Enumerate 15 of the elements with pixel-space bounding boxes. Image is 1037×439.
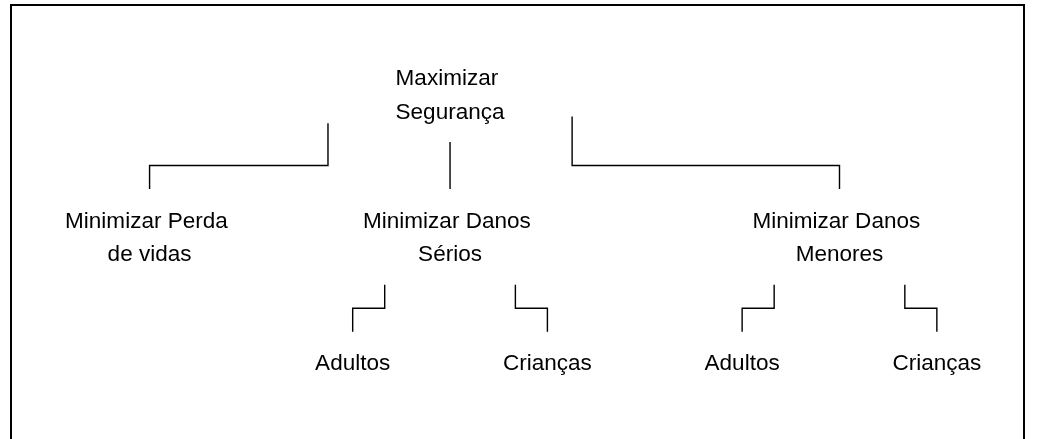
connector — [351, 284, 386, 333]
connector — [904, 284, 938, 333]
node-text: Minimizar Perda de vidas — [65, 206, 228, 267]
connector — [148, 122, 329, 190]
node-text: Minimizar Danos Menores — [752, 206, 921, 267]
connector — [449, 141, 451, 190]
node-text: Minimizar Danos Sérios — [363, 206, 531, 267]
connector — [514, 284, 549, 333]
node-text: Maximizar Segurança — [395, 64, 505, 124]
connector — [571, 115, 841, 190]
node-text: Crianças — [892, 349, 982, 375]
connector — [741, 284, 775, 333]
node-text: Adultos — [315, 349, 391, 375]
node-text: Crianças — [502, 349, 592, 375]
node-text: Adultos — [704, 349, 780, 375]
